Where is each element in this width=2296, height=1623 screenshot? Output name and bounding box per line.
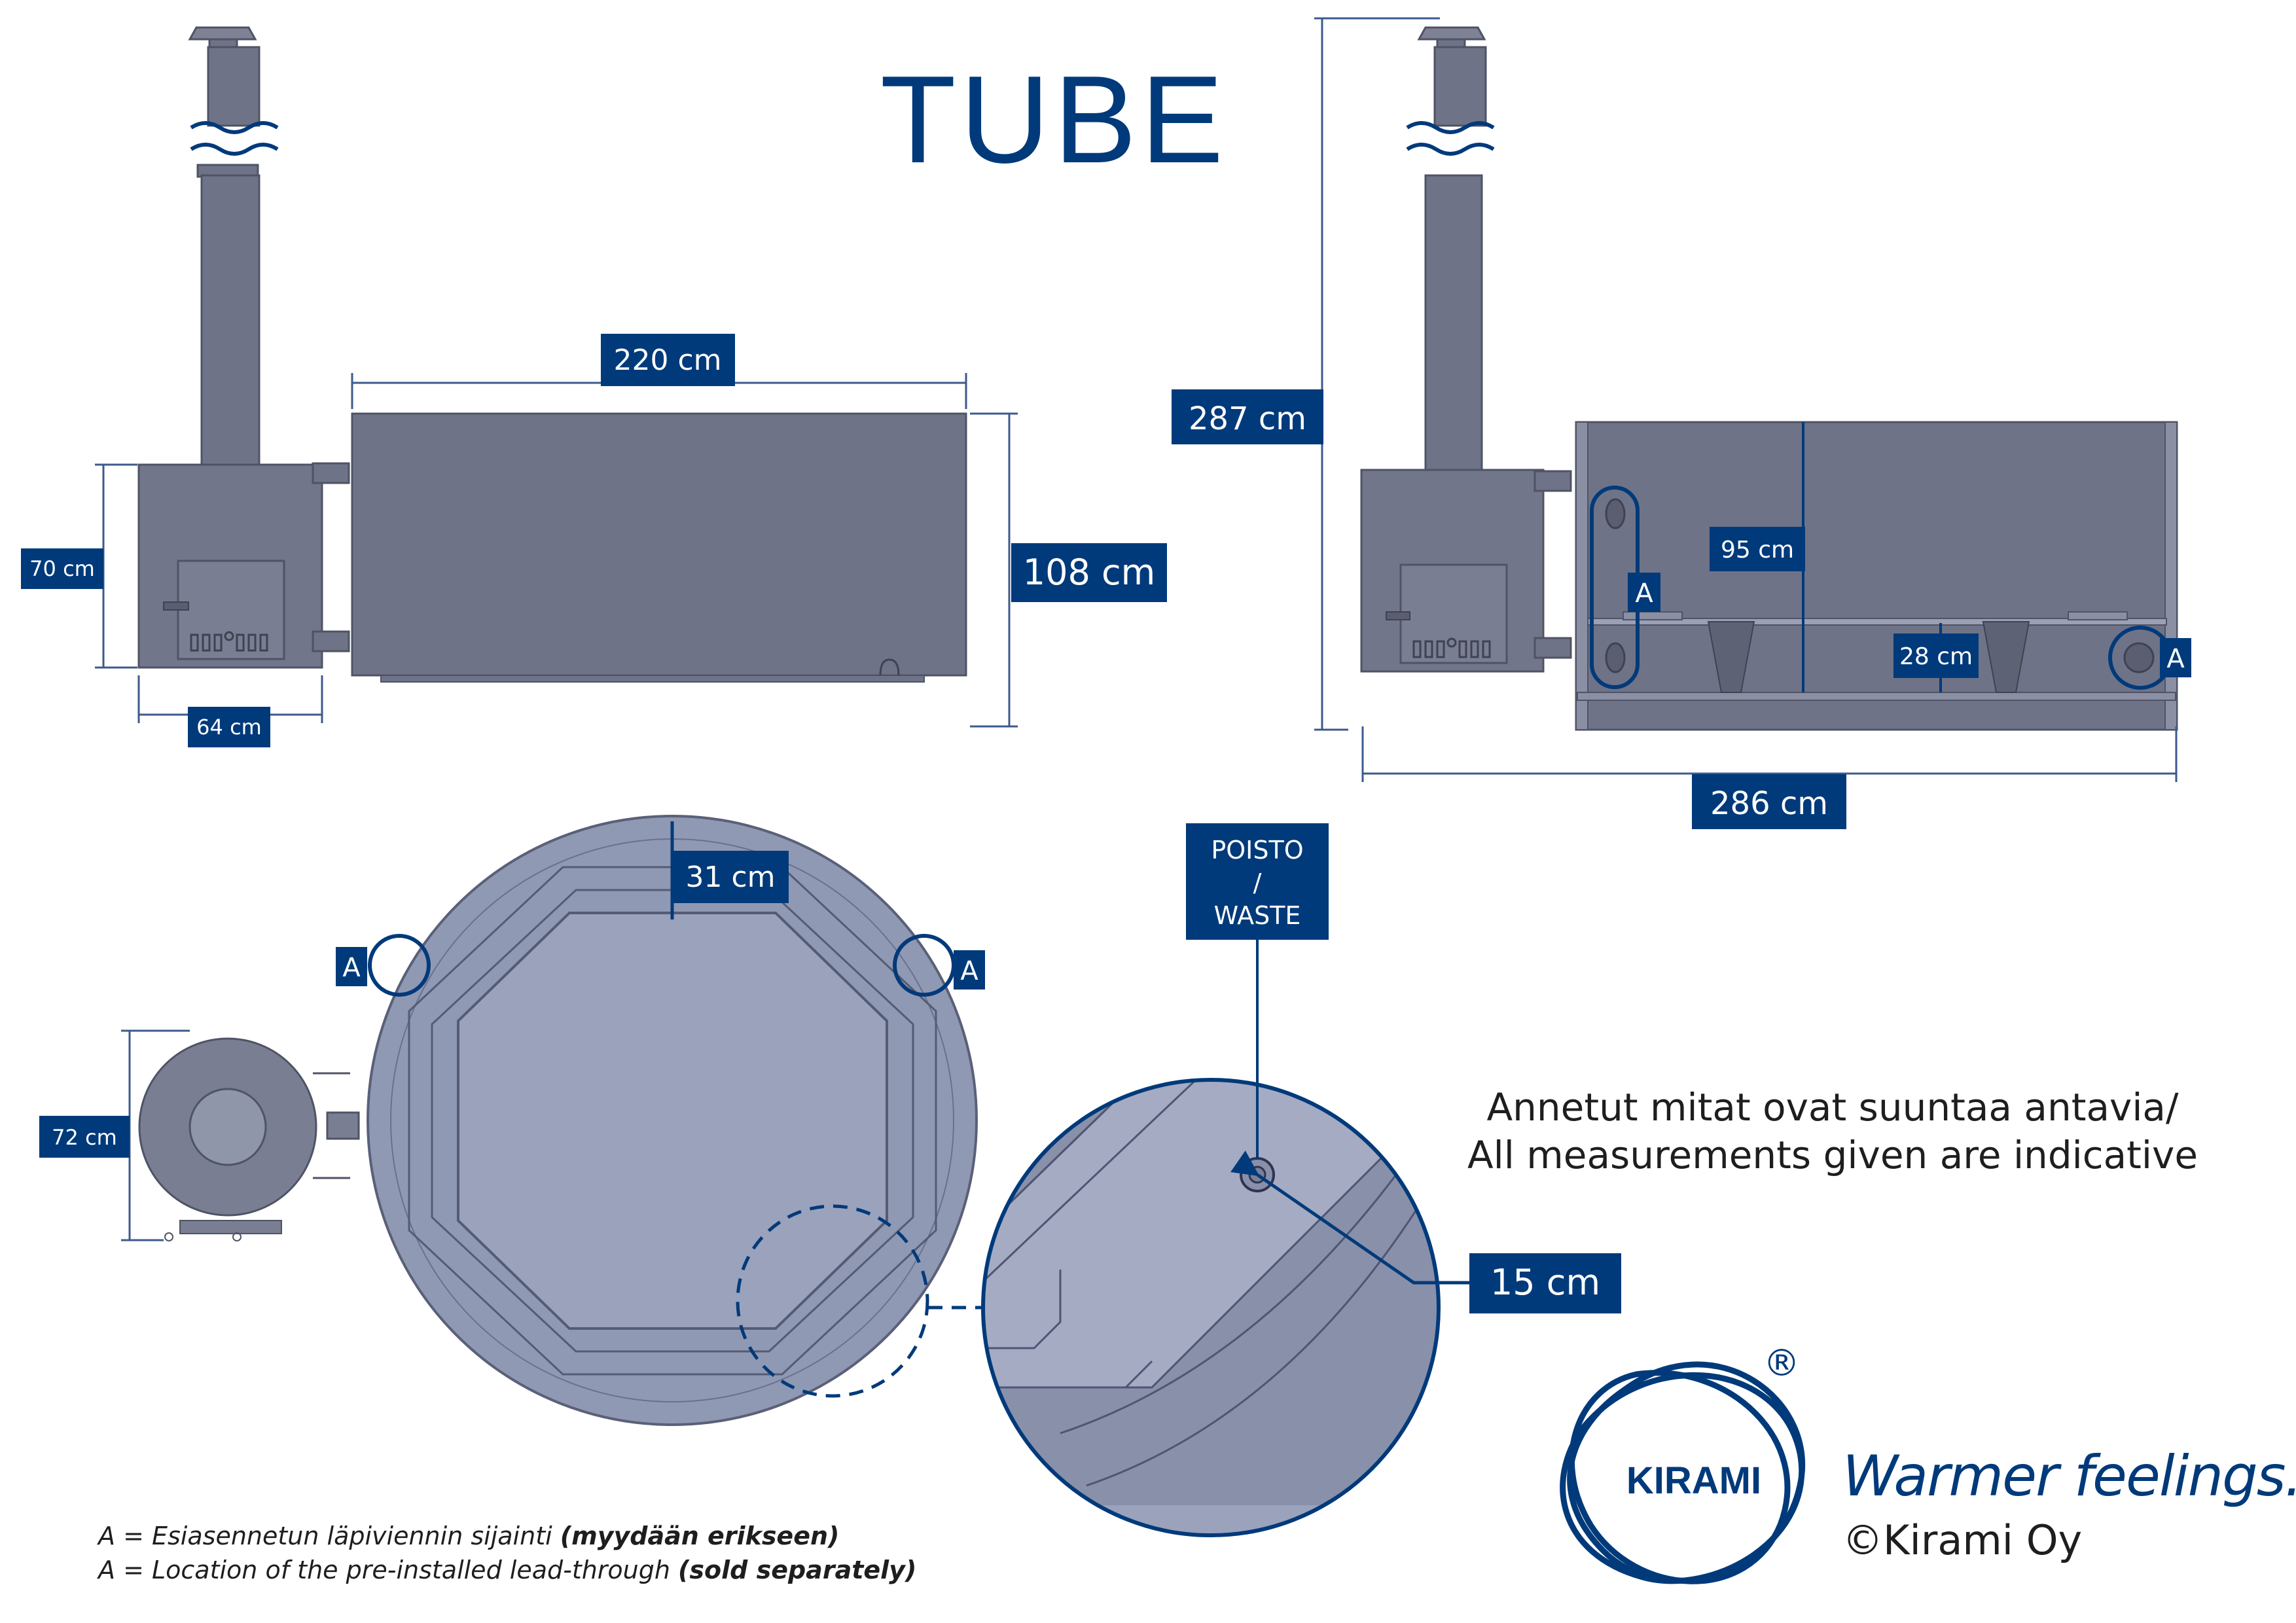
chimney	[188, 26, 279, 466]
dim-28-label: 28 cm	[1899, 643, 1973, 670]
tub-front	[351, 412, 967, 683]
legend-footnote: A = Esiasennetun läpiviennin sijainti (m…	[96, 1522, 916, 1584]
footnote-en-bold: (sold separately)	[678, 1556, 916, 1584]
stove-section	[1360, 469, 1572, 673]
logo-wordmark: KIRAMI	[1626, 1459, 1761, 1502]
disclaimer-line-1: Annetut mitat ovat suuntaa antavia/	[1486, 1085, 2178, 1130]
registered-mark: ®	[1763, 1342, 1800, 1385]
stove-front	[137, 462, 350, 669]
section-view: A A 287 cm 95 cm 28 cm 286 cm	[1172, 17, 2191, 829]
dim-220-label-box	[601, 334, 735, 386]
dim-15-label: 15 cm	[1490, 1262, 1600, 1303]
dim-95-label: 95 cm	[1721, 537, 1794, 563]
footnote-fi-bold: (myydään erikseen)	[560, 1522, 840, 1550]
tub-section	[1575, 421, 2178, 731]
dim-72-label: 72 cm	[52, 1125, 117, 1150]
dim-31-label-box	[672, 851, 789, 903]
dim-95-label-box	[1710, 527, 1805, 571]
drain-detail-view: POISTO / WASTE 15 cm	[981, 823, 1621, 1537]
dim-72-label-box	[39, 1116, 130, 1158]
copyright: ©Kirami Oy	[1842, 1516, 2082, 1564]
chimney-section	[1406, 26, 1495, 473]
stove-top	[138, 1037, 360, 1241]
dim-287-label-box	[1172, 389, 1323, 444]
waste-label-line2: /	[1253, 868, 1262, 897]
dim-286	[1361, 726, 2178, 782]
front-view: 220 cm 108 cm 70 cm 64 cm	[21, 26, 1167, 747]
dim-287-label: 287 cm	[1189, 401, 1306, 437]
marker-a-label: A	[1635, 579, 1653, 609]
dim-286-label-box	[1692, 774, 1846, 829]
disclaimer-line-2: All measurements given are indicative	[1467, 1133, 2198, 1177]
top-view: A A 31 cm 72 cm	[39, 815, 985, 1426]
dim-15-leader	[1230, 1150, 1469, 1285]
dim-64-label-box	[188, 707, 270, 747]
dim-70-label: 70 cm	[29, 556, 95, 581]
dim-108	[970, 412, 1018, 728]
dim-28-label-box	[1893, 633, 1979, 678]
footnote-fi-text: A = Esiasennetun läpiviennin sijainti	[96, 1522, 560, 1550]
dim-15-label-box	[1469, 1253, 1621, 1313]
dim-108-label: 108 cm	[1023, 552, 1156, 593]
svg-text:A = Esiasennetun läpiviennin s: A = Esiasennetun läpiviennin sijainti (m…	[96, 1522, 839, 1550]
kirami-logo: KIRAMI ®	[1560, 1342, 1806, 1584]
drawing-title: TUBE	[880, 50, 1228, 189]
dim-31-label: 31 cm	[685, 861, 775, 894]
lead-through-highlight-left	[368, 934, 431, 997]
dim-220-label: 220 cm	[613, 344, 721, 377]
marker-a-box	[1628, 573, 1660, 612]
detail-callout-circle	[736, 1204, 929, 1398]
marker-a-box	[336, 947, 367, 986]
dim-108-label-box	[1011, 543, 1167, 602]
waste-label-line3: WASTE	[1214, 901, 1301, 930]
marker-a-box	[2160, 638, 2191, 677]
marker-a-box	[954, 950, 985, 990]
marker-a-label: A	[2166, 644, 2185, 674]
waste-label-line1: POISTO	[1211, 836, 1303, 865]
dim-70-label-box	[21, 548, 103, 589]
dim-287	[1314, 17, 1440, 731]
footnote-en-text: A = Location of the pre-installed lead-t…	[96, 1556, 678, 1584]
marker-a-label: A	[960, 956, 978, 986]
brand-slogan: Warmer feelings.	[1842, 1444, 2296, 1509]
marker-a-label: A	[342, 953, 361, 983]
svg-text:A = Location of the pre-instal: A = Location of the pre-installed lead-t…	[96, 1556, 916, 1584]
waste-label-box	[1186, 823, 1329, 940]
dim-286-label: 286 cm	[1710, 785, 1828, 822]
tub-top	[367, 815, 978, 1426]
dim-64-label: 64 cm	[196, 715, 262, 740]
